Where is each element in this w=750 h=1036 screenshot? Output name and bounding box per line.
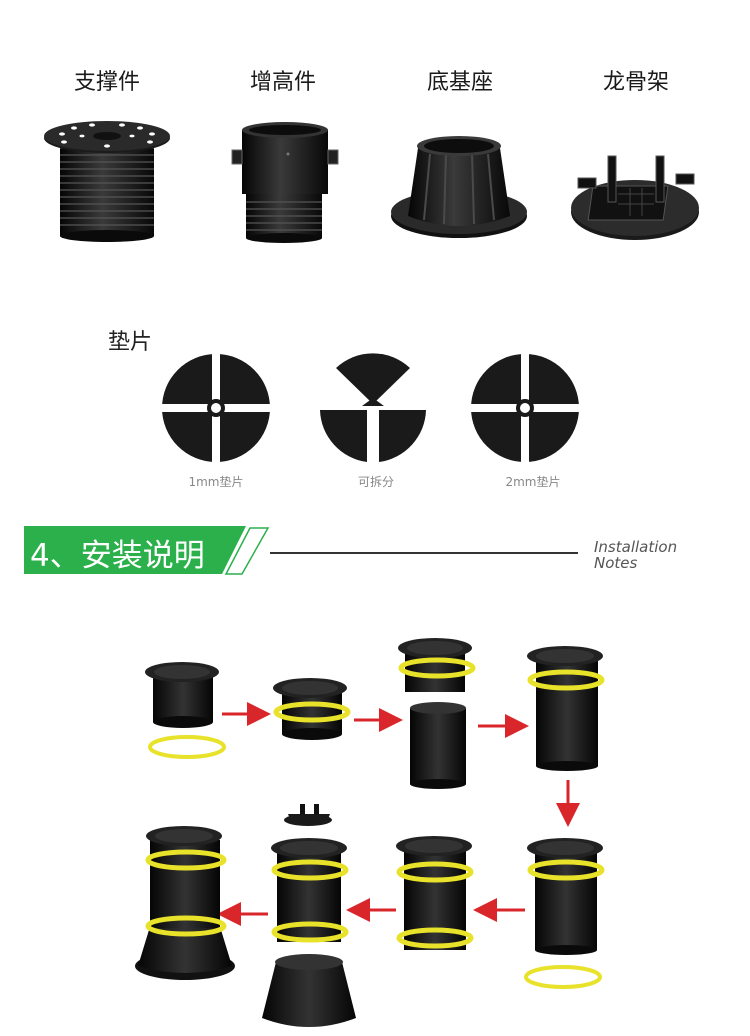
step-2-support-with-ring — [273, 678, 351, 740]
base-part-image — [391, 136, 527, 238]
section-subtitle: Installation Notes — [594, 538, 678, 572]
step-4-assembled — [527, 646, 605, 771]
shim-caption-2mm: 2mm垫片 — [505, 475, 561, 489]
step-7-keel-and-base — [262, 804, 356, 1027]
section-banner: 4、安装说明 — [24, 526, 270, 575]
label-keel-frame: 龙骨架 — [602, 70, 669, 95]
support-part-image — [44, 121, 170, 242]
step-1-support — [145, 662, 219, 728]
step-6-two-rings — [396, 836, 474, 950]
label-support: 支撑件 — [73, 70, 140, 95]
step-5-ring — [524, 965, 602, 989]
shim-caption-splittable: 可拆分 — [357, 475, 394, 489]
section-divider — [270, 552, 578, 554]
section-title: 4、安装说明 — [30, 538, 205, 574]
label-extender: 增高件 — [249, 70, 316, 95]
step-1-ring — [148, 735, 226, 759]
shims-title: 垫片 — [108, 330, 153, 355]
shim-splittable-image — [320, 353, 426, 462]
keel-frame-part-image — [571, 155, 699, 240]
step-5-assembled — [527, 838, 605, 955]
shim-2mm-image — [471, 354, 579, 462]
shim-caption-1mm: 1mm垫片 — [188, 475, 244, 489]
extender-part-image — [231, 122, 339, 243]
shim-1mm-image — [162, 354, 270, 462]
step-8-full-assembly — [135, 826, 235, 980]
installation-diagram — [135, 638, 605, 1027]
step-3-support-and-extender — [398, 638, 476, 789]
label-base: 底基座 — [426, 70, 493, 95]
